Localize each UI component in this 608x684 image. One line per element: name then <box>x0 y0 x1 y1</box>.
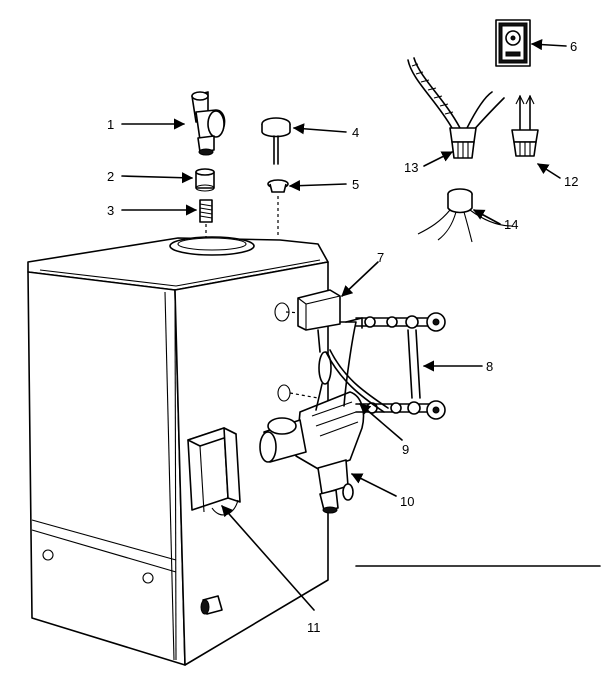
drain-valve <box>200 595 223 615</box>
gas-piping-part-8 <box>339 312 446 420</box>
gauge-part-4 <box>261 117 291 165</box>
wired-connector-part-14 <box>417 188 513 243</box>
callout-4: 4 <box>352 125 359 140</box>
thermostat-part-6 <box>495 19 531 67</box>
callout-5: 5 <box>352 177 359 192</box>
callout-8: 8 <box>486 359 493 374</box>
callout-leaders <box>121 39 567 611</box>
bushing-part-2 <box>195 168 215 192</box>
callout-1: 1 <box>107 117 114 132</box>
boiler-cabinet <box>27 236 329 666</box>
plug-part-5 <box>267 179 289 238</box>
plug-part-12 <box>511 94 539 157</box>
callout-14: 14 <box>504 217 518 232</box>
callout-7: 7 <box>377 250 384 265</box>
control-box-part-11 <box>187 427 241 516</box>
elbow-fitting-part-1 <box>191 91 226 156</box>
callout-3: 3 <box>107 203 114 218</box>
callout-6: 6 <box>570 39 577 54</box>
callout-10: 10 <box>400 494 414 509</box>
callout-numbers: 1 2 3 4 5 6 7 8 9 10 11 12 13 14 <box>107 39 578 635</box>
callout-13: 13 <box>404 160 418 175</box>
callout-2: 2 <box>107 169 114 184</box>
callout-12: 12 <box>564 174 578 189</box>
callout-9: 9 <box>402 442 409 457</box>
gas-valve-part-7 <box>297 289 341 411</box>
callout-11: 11 <box>307 620 321 635</box>
pipe-nipple-part-3 <box>199 199 213 238</box>
burner-assembly-part-10 <box>259 391 365 514</box>
pilot-tube-part-9 <box>325 349 389 413</box>
wire-harness-part-13 <box>407 57 505 159</box>
